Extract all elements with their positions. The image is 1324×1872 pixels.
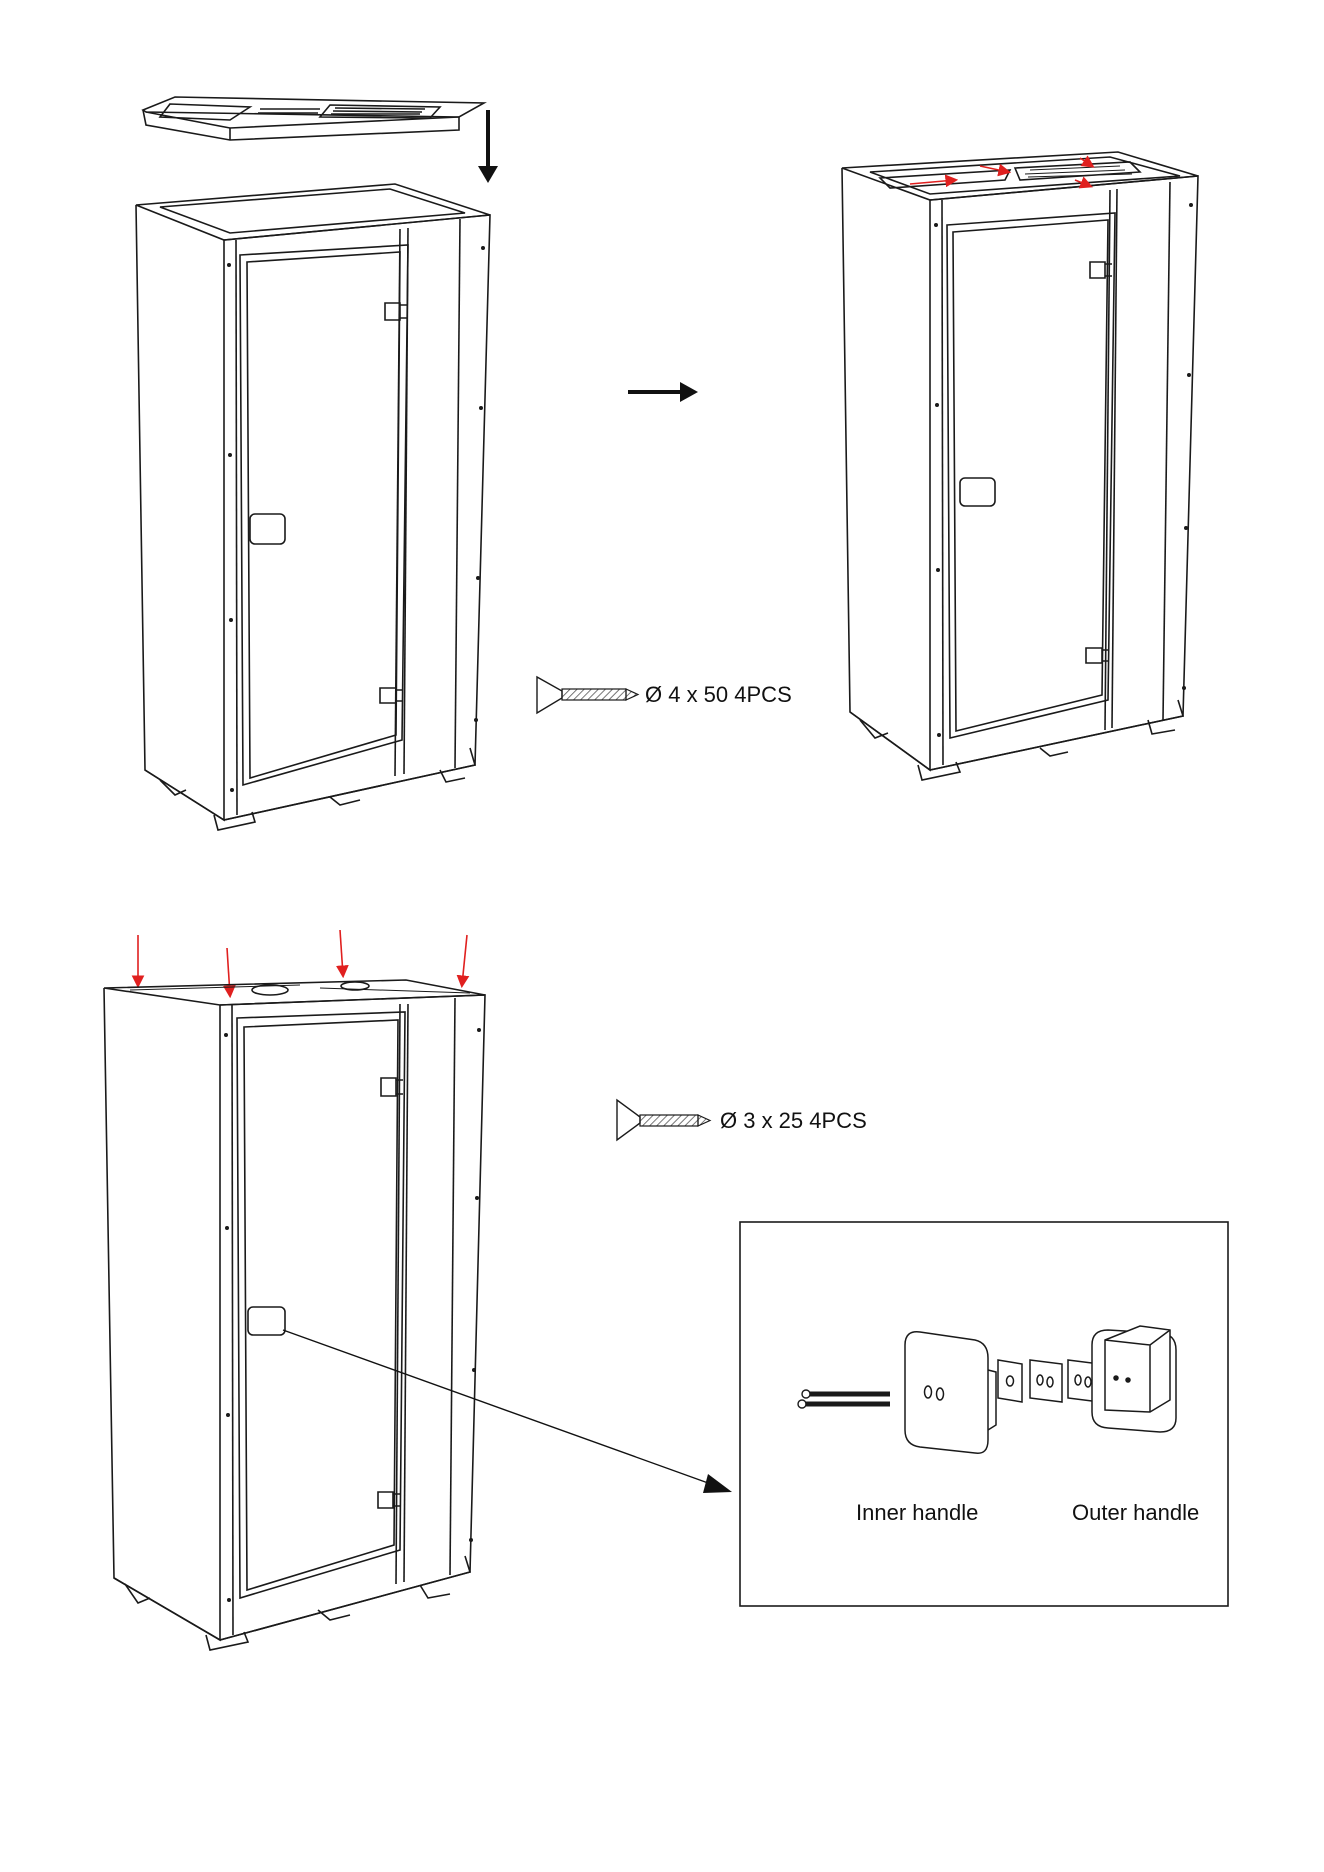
screw-spec-label: Ø 4 x 50 4PCS [645, 682, 792, 707]
inner-handle-label: Inner handle [856, 1500, 978, 1525]
roof-panel [143, 97, 484, 140]
screw-icon [537, 677, 638, 713]
screw-icon [617, 1100, 710, 1140]
sauna-cabin-assembled [842, 152, 1198, 780]
outer-handle-label: Outer handle [1072, 1500, 1199, 1525]
detail-leader-arrow [283, 1330, 732, 1493]
outer-handle-block [1092, 1326, 1176, 1432]
screw-holes-cabin-2 [934, 203, 1193, 737]
screw-spec-label: Ø 3 x 25 4PCS [720, 1108, 867, 1133]
down-arrow-icon [478, 110, 498, 183]
screw-holes-cabin-3 [224, 1028, 481, 1602]
right-arrow-icon [628, 382, 698, 402]
sauna-cabin-open-top [136, 184, 490, 830]
spacer-plates [998, 1360, 1100, 1402]
sauna-cabin-step-2 [104, 980, 485, 1650]
inner-handle-plate [905, 1332, 996, 1453]
screw-holes-cabin-1 [227, 246, 485, 792]
